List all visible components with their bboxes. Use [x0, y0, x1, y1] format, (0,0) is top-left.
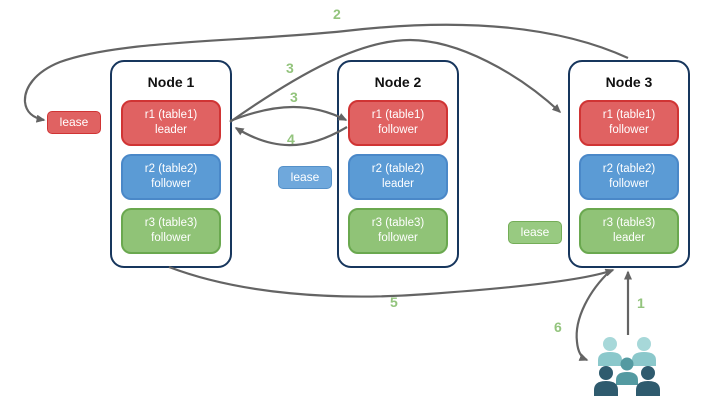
replica-role: follower — [609, 178, 649, 190]
arrow-3-leader-to-node2 — [229, 105, 348, 123]
replica-role: leader — [613, 232, 645, 244]
node-2-replica-r3: r3 (table3) follower — [348, 208, 448, 254]
step-label-5: 5 — [390, 294, 398, 310]
replica-name: r3 (table3) — [602, 217, 656, 230]
node-2-replica-r2: r2 (table2) leader — [348, 154, 448, 200]
replica-role: follower — [378, 232, 418, 244]
step-label-4: 4 — [287, 131, 295, 147]
replica-name: r2 (table2) — [371, 163, 425, 176]
step-label-6: 6 — [554, 319, 562, 335]
replica-role: follower — [151, 178, 191, 190]
arrow-5-node1-to-node3 — [168, 265, 615, 298]
node-2-replica-r1: r1 (table1) follower — [348, 100, 448, 146]
replica-name: r2 (table2) — [602, 163, 656, 176]
replica-name: r2 (table2) — [144, 163, 198, 176]
node-3-title: Node 3 — [605, 74, 653, 90]
lease-tag-table2: lease — [278, 166, 332, 189]
step-label-1: 1 — [637, 295, 645, 311]
lease-tag-table1: lease — [47, 111, 101, 134]
replica-name: r1 (table1) — [144, 109, 198, 122]
arrow-6-node3-to-users — [575, 270, 611, 362]
replica-role: follower — [378, 124, 418, 136]
node-1-replica-r3: r3 (table3) follower — [121, 208, 221, 254]
node-3-replica-r3: r3 (table3) leader — [579, 208, 679, 254]
replica-role: follower — [609, 124, 649, 136]
users-group-icon — [594, 337, 660, 396]
node-2-title: Node 2 — [374, 74, 422, 90]
step-label-2: 2 — [333, 6, 341, 22]
lease-tag-table3: lease — [508, 221, 562, 244]
replica-name: r1 (table1) — [371, 109, 425, 122]
node-3: Node 3 r1 (table1) follower r2 (table2) … — [568, 60, 690, 268]
step-label-3-to-node2: 3 — [290, 89, 298, 105]
replica-name: r1 (table1) — [602, 109, 656, 122]
step-label-3-to-node3: 3 — [286, 60, 294, 76]
node-1-replica-r2: r2 (table2) follower — [121, 154, 221, 200]
node-2: Node 2 r1 (table1) follower r2 (table2) … — [337, 60, 459, 268]
node-1-title: Node 1 — [147, 74, 195, 90]
replica-role: leader — [382, 178, 414, 190]
replica-name: r3 (table3) — [144, 217, 198, 230]
node-1: Node 1 r1 (table1) leader r2 (table2) fo… — [110, 60, 232, 268]
node-1-replica-r1: r1 (table1) leader — [121, 100, 221, 146]
node-3-replica-r2: r2 (table2) follower — [579, 154, 679, 200]
replica-role: leader — [155, 124, 187, 136]
node-3-replica-r1: r1 (table1) follower — [579, 100, 679, 146]
replica-name: r3 (table3) — [371, 217, 425, 230]
replica-role: follower — [151, 232, 191, 244]
